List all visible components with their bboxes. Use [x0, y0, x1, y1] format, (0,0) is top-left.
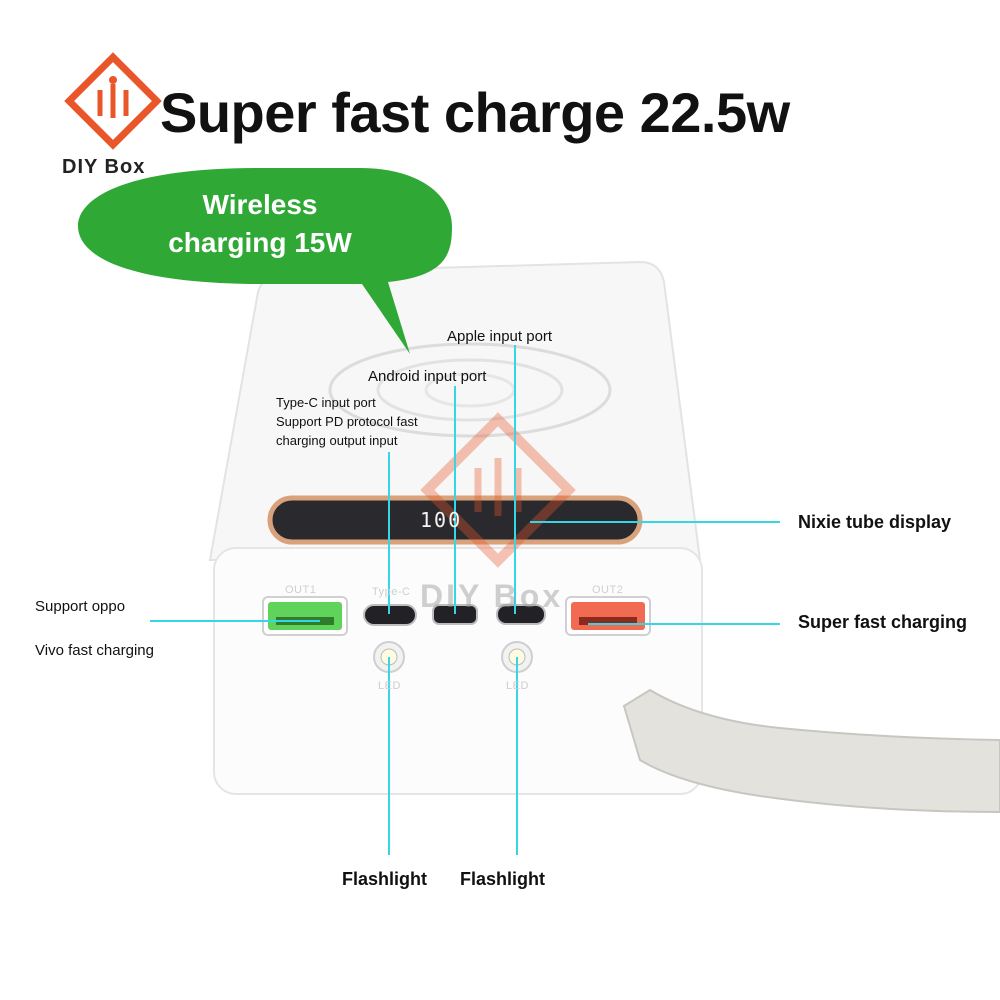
lightning-port [496, 604, 546, 625]
label-flashlight-right: Flashlight [460, 869, 545, 889]
led-tag-right: LED [506, 680, 529, 692]
label-typec-line3: charging output input [276, 433, 398, 448]
label-android-input: Android input port [368, 368, 487, 385]
wireless-coil [328, 342, 612, 438]
wireless-bubble-text: Wireless charging 15W [130, 186, 390, 262]
label-flashlight-left: Flashlight [342, 869, 427, 889]
wireless-bubble-line2: charging 15W [168, 227, 352, 258]
label-apple-input: Apple input port [447, 328, 553, 345]
headline: Super fast charge 22.5w [160, 81, 790, 144]
display-reading: 100 [420, 508, 463, 532]
label-typec-line1: Type-C input port [276, 395, 376, 410]
port-tag-out1: OUT1 [285, 584, 317, 596]
diy-box-logo-icon [64, 52, 162, 150]
led-tag-left: LED [378, 680, 401, 692]
wireless-bubble-line1: Wireless [202, 189, 318, 220]
label-vivo-fast: Vivo fast charging [35, 642, 154, 659]
port-tag-out2: OUT2 [592, 584, 624, 596]
label-nixie-display: Nixie tube display [798, 512, 952, 532]
label-typec-line2: Support PD protocol fast [276, 414, 418, 429]
label-typec-block: Type-C input port Support PD protocol fa… [276, 393, 418, 450]
carry-strap [622, 688, 1000, 814]
watermark-text: DIY Box [420, 578, 564, 614]
brand-name: DIY Box [62, 156, 146, 178]
port-tag-typec: Type-C [372, 586, 411, 598]
label-super-fast: Super fast charging [798, 612, 968, 632]
label-support-oppo: Support oppo [35, 598, 126, 615]
watermark-logo-icon [420, 412, 576, 568]
wireless-bubble [78, 168, 452, 354]
